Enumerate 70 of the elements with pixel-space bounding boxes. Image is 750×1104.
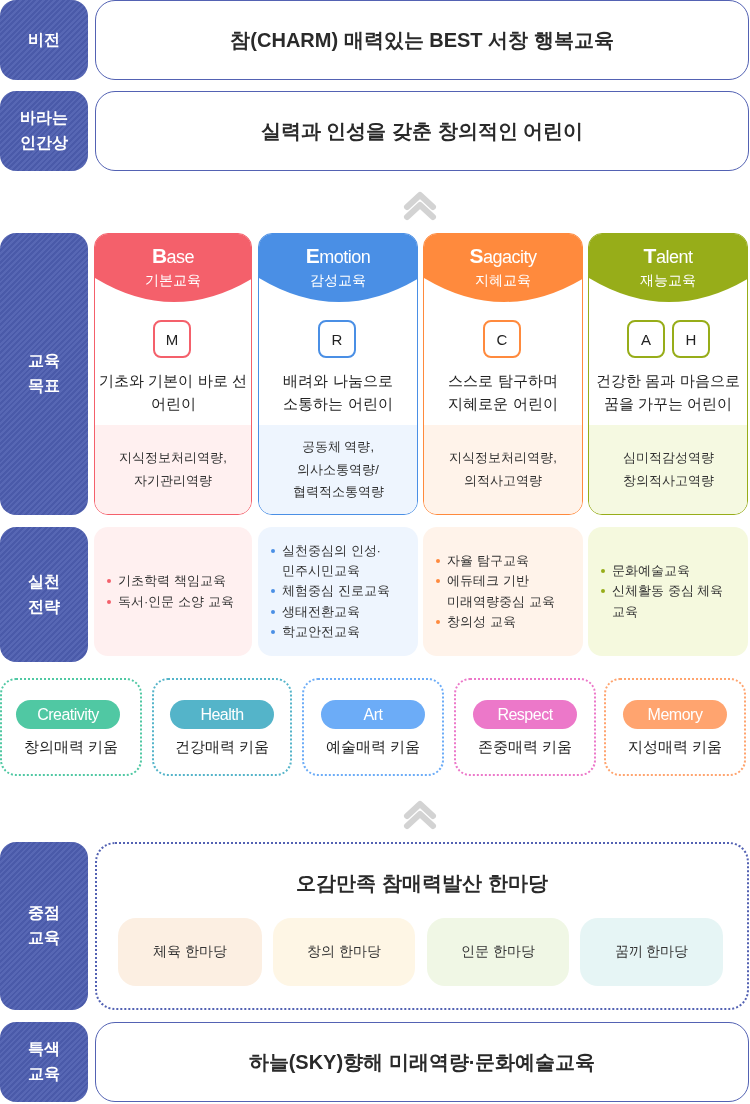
goal-card	[588, 233, 748, 515]
goal-card	[258, 233, 418, 515]
bullet-text: 독서·인문 소양 교육	[118, 593, 234, 609]
caption-text: 존중매력 키움	[477, 738, 573, 757]
card-title: Talent	[642, 244, 694, 268]
bullet-text: 학교안전교육	[282, 623, 360, 639]
card-description: 배려와 나눔으로 소통하는 어린이	[282, 372, 394, 415]
letter-box: C	[483, 320, 521, 358]
pill-label: Health	[170, 700, 274, 729]
section-tab: 중점 교육	[0, 842, 88, 1010]
charm-box	[454, 678, 596, 776]
competency-band: 지식정보처리역량, 자기관리역량	[95, 425, 251, 514]
strategy-panel	[258, 527, 418, 656]
competency-band: 지식정보처리역량, 의적사고역량	[424, 425, 582, 514]
caption-text: 건강매력 키움	[174, 738, 270, 757]
caption-text: 예술매력 키움	[325, 738, 421, 757]
bullet-text: 창의성 교육	[447, 613, 516, 629]
strategy-panel	[94, 527, 252, 656]
charm-box	[0, 678, 142, 776]
event-box: 꿈끼 한마당	[580, 918, 723, 986]
letter-box: A	[627, 320, 665, 358]
bullet-text: 에듀테크 기반 미래역량중심 교육	[447, 573, 555, 609]
card-subtitle: 감성교육	[309, 272, 367, 290]
statement-box: 하늘(SKY)향해 미래역량·문화예술교육	[95, 1022, 749, 1102]
section-tab: 교육 목표	[0, 233, 88, 515]
pill-label: Memory	[623, 700, 727, 729]
panel-title: 오감만족 참매력발산 한마당	[295, 871, 549, 896]
pill-label: Respect	[473, 700, 577, 729]
section-tab: 실천 전략	[0, 527, 88, 662]
card-title: Base	[150, 244, 196, 268]
bullet-text: 문화예술교육	[612, 563, 690, 579]
card-subtitle: 재능교육	[639, 272, 697, 290]
charm-box	[604, 678, 746, 776]
pill-label: Art	[321, 700, 425, 729]
goal-card	[94, 233, 252, 515]
card-subtitle: 기본교육	[144, 272, 202, 290]
card-subtitle: 지혜교육	[474, 272, 532, 290]
bullet-text: 체험중심 진로교육	[282, 583, 390, 599]
card-description: 건강한 몸과 마음으로 꿈을 가꾸는 어린이	[595, 372, 741, 415]
event-panel	[95, 842, 749, 1010]
event-box: 인문 한마당	[427, 918, 569, 986]
card-title: Sagacity	[468, 244, 538, 268]
strategy-panel	[588, 527, 748, 656]
bullet-text: 기초학력 책임교육	[118, 573, 226, 589]
event-box: 창의 한마당	[273, 918, 415, 986]
letter-box: H	[672, 320, 710, 358]
event-box: 체육 한마당	[118, 918, 262, 986]
competency-band: 공동체 역량, 의사소통역량/ 협력적소통역량	[259, 425, 417, 514]
card-description: 기초와 기본이 바로 선 어린이	[98, 372, 248, 415]
caption-text: 창의매력 키움	[23, 738, 119, 757]
section-tab: 바라는 인간상	[0, 91, 88, 171]
card-description: 스스로 탐구하며 지혜로운 어린이	[447, 372, 559, 415]
bullet-text: 자율 탐구교육	[447, 553, 529, 569]
goal-card	[423, 233, 583, 515]
card-title: Emotion	[304, 244, 372, 268]
bullet-text: 신체활동 중심 체육 교육	[612, 583, 724, 619]
strategy-panel	[423, 527, 583, 656]
statement-box: 참(CHARM) 매력있는 BEST 서창 행복교육	[95, 0, 749, 80]
charm-box	[302, 678, 444, 776]
statement-box: 실력과 인성을 갖춘 창의적인 어린이	[95, 91, 749, 171]
bullet-text: 생태전환교육	[282, 603, 360, 619]
charm-box	[152, 678, 292, 776]
pill-label: Creativity	[16, 700, 120, 729]
caption-text: 지성매력 키움	[627, 738, 723, 757]
bullet-text: 실천중심의 인성· 민주시민교육	[282, 543, 381, 579]
letter-box: M	[153, 320, 191, 358]
letter-box: R	[318, 320, 356, 358]
section-tab: 비전	[0, 0, 88, 80]
section-tab: 특색 교육	[0, 1022, 88, 1102]
competency-band: 심미적감성역량 창의적사고역량	[589, 425, 747, 514]
